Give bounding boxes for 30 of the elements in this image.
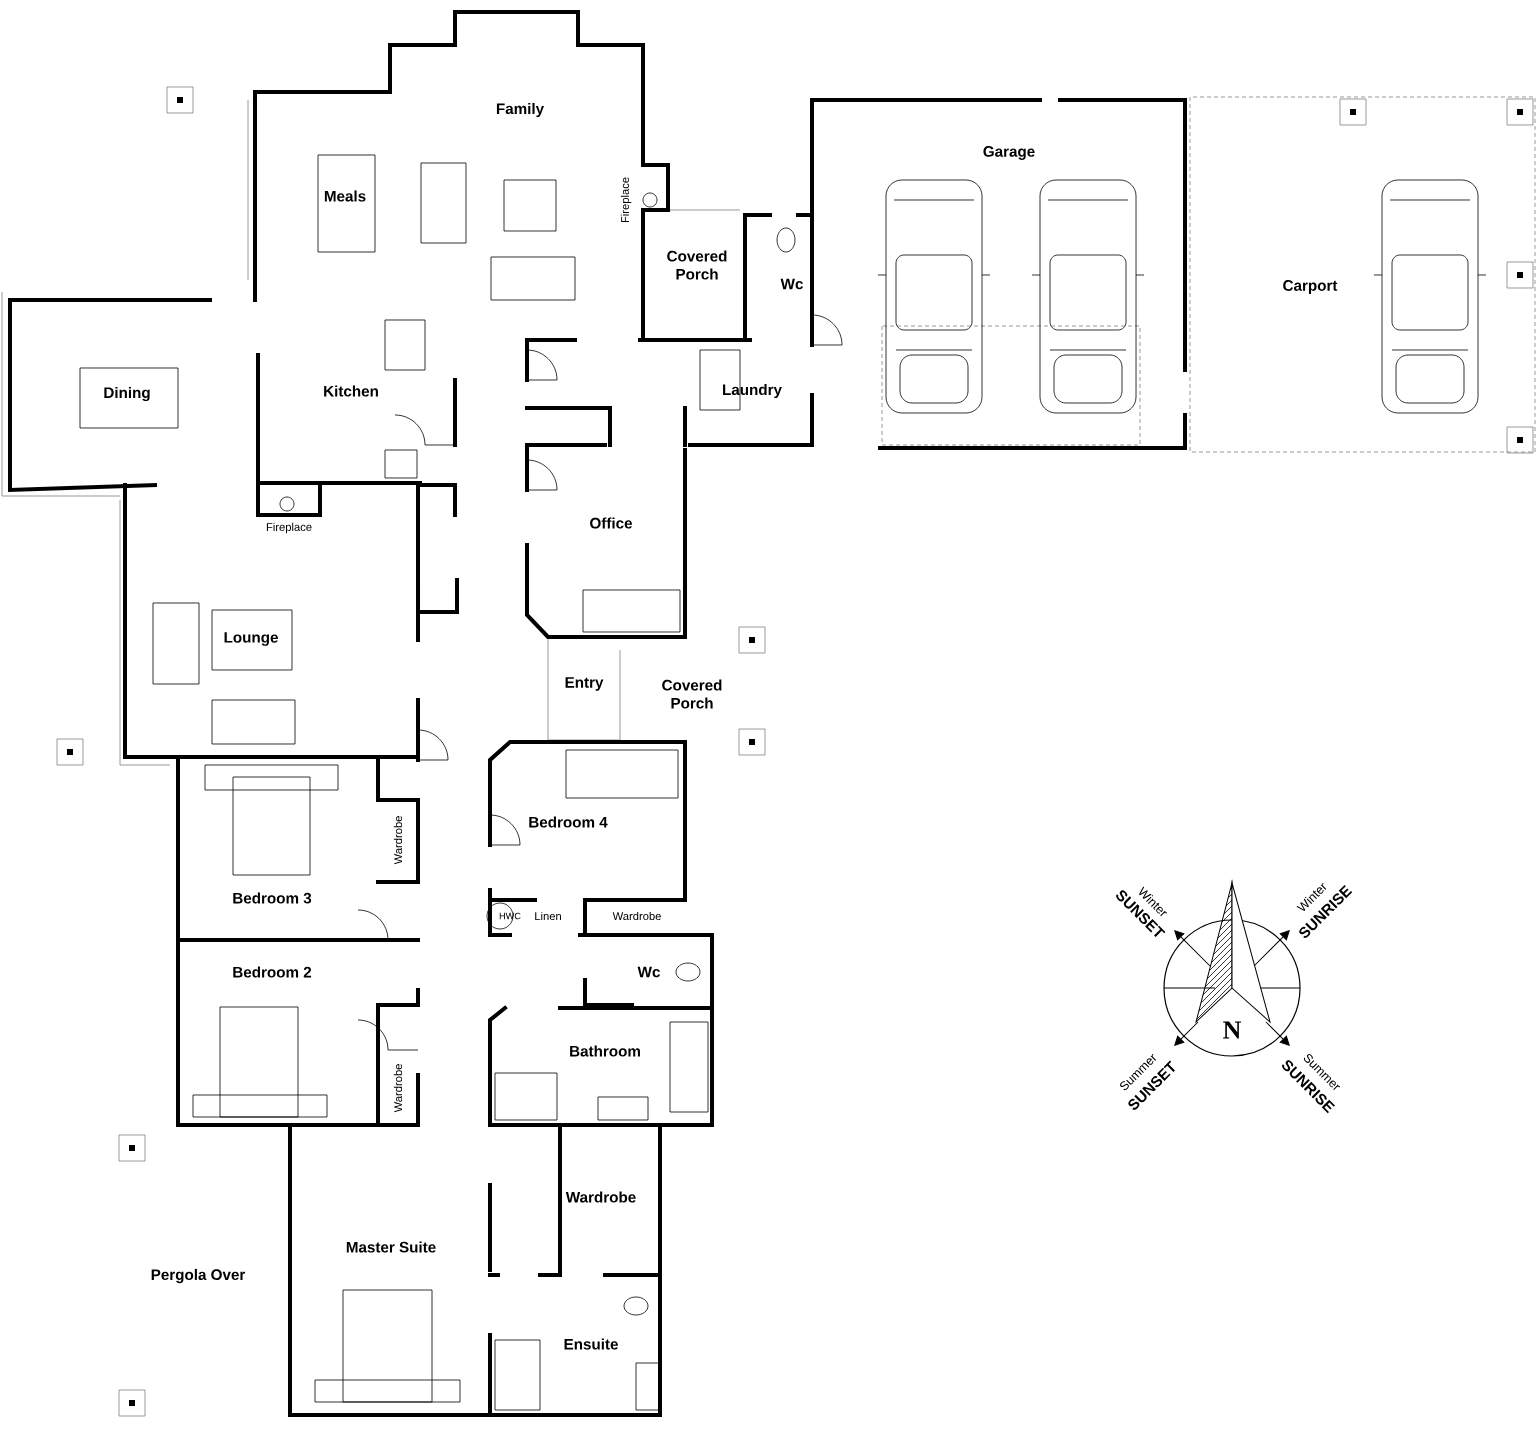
room-label: Kitchen (324, 385, 378, 397)
room-label: Wardrobe (565, 1191, 636, 1203)
room-label: Entry (565, 677, 604, 691)
room-label: Master Suite (346, 1241, 436, 1253)
room-label: Wardrobe (393, 816, 403, 865)
room-label: Bedroom 3 (233, 892, 312, 904)
room-label: Bathroom (570, 1045, 640, 1057)
room-label: Covered Porch (662, 679, 722, 709)
room-label: Family (496, 102, 544, 118)
room-label: Office (590, 517, 633, 529)
room-label: Carport (1283, 280, 1338, 294)
room-label: Fireplace (620, 177, 632, 223)
room-label: HWC (499, 912, 521, 920)
north-letter: N (1223, 1021, 1242, 1039)
room-label: Wardrobe (612, 911, 661, 921)
room-label: Dining (104, 386, 150, 402)
room-label: Pergola Over (151, 1268, 246, 1284)
room-label: Fireplace (266, 522, 312, 534)
room-label: Wc (637, 966, 660, 978)
room-label: Bedroom 2 (233, 966, 312, 978)
room-label: Covered Porch (667, 250, 727, 280)
room-label: Garage (983, 146, 1035, 160)
room-label: Laundry (723, 383, 782, 399)
room-label: Ensuite (564, 1338, 618, 1350)
room-label: Meals (324, 190, 366, 202)
room-label: Wc (780, 278, 803, 290)
room-label: Linen (535, 911, 561, 921)
room-label: Wardrobe (393, 1064, 403, 1113)
room-label: Bedroom 4 (529, 816, 608, 828)
room-label: Lounge (224, 632, 278, 646)
